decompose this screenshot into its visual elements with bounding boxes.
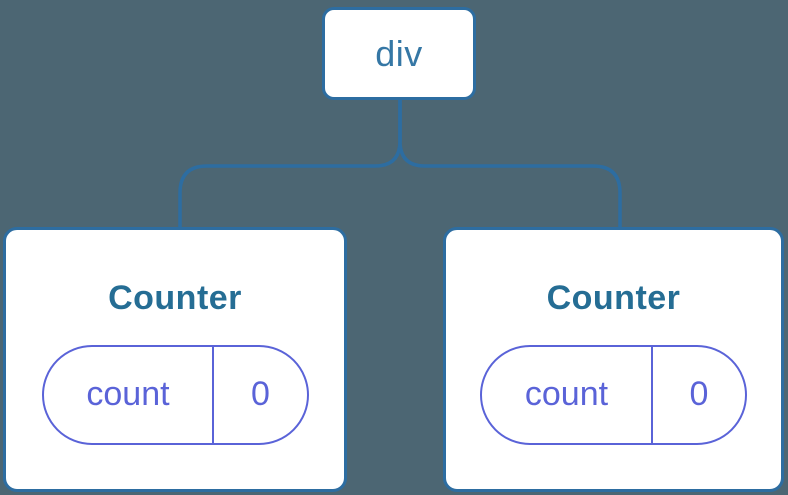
state-key-cell: count	[44, 346, 215, 443]
state-pill: count 0	[41, 344, 309, 445]
counter-card-left: Counter count 0	[3, 227, 347, 492]
tree-node-div: div	[322, 7, 476, 100]
state-value-cell: 0	[214, 347, 306, 443]
state-value-cell: 0	[653, 347, 745, 443]
state-key: count	[86, 375, 170, 414]
state-value: 0	[251, 375, 270, 414]
state-pill: count 0	[480, 344, 747, 445]
connector-left-branch	[178, 100, 402, 229]
component-name: Counter	[546, 279, 681, 317]
counter-card-right: Counter count 0	[443, 227, 784, 492]
state-value: 0	[689, 375, 709, 414]
component-name: Counter	[108, 279, 242, 317]
state-key: count	[524, 375, 609, 414]
state-key-cell: count	[482, 346, 653, 443]
connector-right-branch	[398, 100, 622, 229]
div-node-label: div	[375, 32, 423, 74]
